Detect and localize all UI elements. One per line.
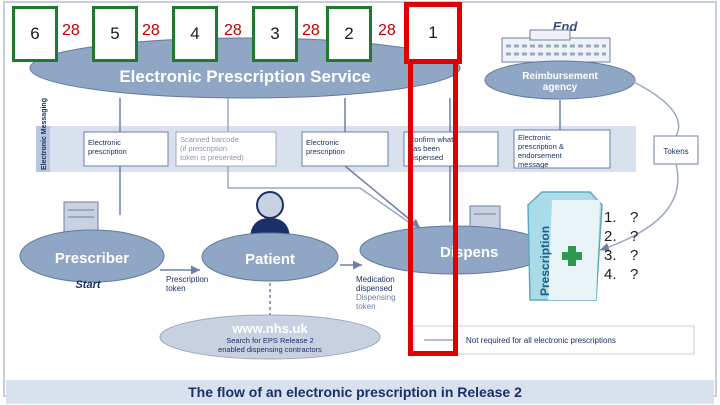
question-1-number: 1. (604, 209, 617, 226)
tile-3-score: 28 (302, 22, 320, 39)
reimbursement-label-line2: agency (543, 82, 578, 93)
service-title: Electronic Prescription Service (119, 67, 370, 86)
flow-line-7 (344, 165, 421, 229)
tile-4[interactable]: 4 (172, 6, 218, 62)
medication-line2: dispensed (356, 284, 392, 293)
tile-6[interactable]: 6 (12, 6, 58, 62)
nhs-ellipse (159, 314, 381, 360)
reimbursement-label-line1: Reimbursement (522, 71, 598, 82)
question-4-value: ? (630, 266, 639, 283)
tile-6-number: 6 (30, 24, 40, 43)
message-box-2: Scanned barcode (if prescription token i… (175, 131, 277, 167)
tile-2-number: 2 (344, 24, 354, 43)
patient-label: Patient (245, 251, 295, 268)
flow-line-8 (227, 166, 421, 231)
question-3-number: 3. (604, 247, 617, 264)
message-box-5: Electronic prescription & endorsement me… (513, 129, 611, 169)
bag-label: Prescription (538, 226, 552, 296)
tile-1[interactable]: 1 (404, 2, 462, 64)
tile-1-number: 1 (428, 23, 438, 42)
prescription-token-line2: token (166, 284, 186, 293)
tile-2-score: 28 (378, 22, 396, 39)
tile-3-number: 3 (270, 24, 280, 43)
tile-6-score: 28 (62, 22, 80, 39)
tile-5-score: 28 (142, 22, 160, 39)
tile-5-number: 5 (110, 24, 120, 43)
prescriber-ellipse (19, 229, 165, 283)
legend-note: Not required for all electronic prescrip… (466, 336, 616, 345)
building-icon (501, 29, 611, 63)
caption: The flow of an electronic prescription i… (188, 384, 522, 400)
return-curve-lower (599, 163, 679, 252)
return-curve (629, 79, 680, 137)
svg-text:prescription: prescription (88, 147, 127, 156)
prescription-token-line1: Prescription (166, 275, 208, 284)
question-row-3[interactable]: 3.? (604, 246, 638, 265)
tile-4-score: 28 (224, 22, 242, 39)
question-row-2[interactable]: 2.? (604, 227, 638, 246)
prescription-bag-icon: Prescription (527, 191, 603, 301)
question-row-4[interactable]: 4.? (604, 265, 638, 284)
message-box-1: Electronic prescription (83, 131, 169, 167)
svg-text:prescription &: prescription & (518, 142, 564, 151)
svg-text:endorsement: endorsement (518, 151, 563, 160)
dispensing-token-line2: token (356, 302, 376, 311)
svg-text:token is presented): token is presented) (180, 153, 244, 162)
svg-text:Scanned barcode: Scanned barcode (180, 135, 239, 144)
question-4-number: 4. (604, 266, 617, 283)
nhs-title: www.nhs.uk (231, 321, 308, 336)
tile-5[interactable]: 5 (92, 6, 138, 62)
start-label: Start (75, 279, 101, 291)
nhs-subtitle-line1: Search for EPS Release 2 (226, 336, 314, 345)
prescriber-label: Prescriber (55, 250, 129, 267)
reimbursement-ellipse (484, 60, 636, 100)
dispensing-token-line1: Dispensing (356, 293, 396, 302)
legend-box (413, 325, 695, 355)
question-2-number: 2. (604, 228, 617, 245)
nhs-subtitle-line2: enabled dispensing contractors (218, 345, 322, 354)
svg-text:dispensed: dispensed (409, 153, 443, 162)
svg-text:message: message (518, 160, 548, 169)
question-row-1[interactable]: 1.? (604, 208, 638, 227)
svg-text:has been: has been (409, 144, 440, 153)
tile-2[interactable]: 2 (326, 6, 372, 62)
message-box-3: Electronic prescription (301, 131, 389, 167)
tile-3[interactable]: 3 (252, 6, 298, 62)
svg-text:(if prescription: (if prescription (180, 144, 227, 153)
question-1-value: ? (630, 209, 639, 226)
messaging-label-strip (36, 126, 50, 172)
patient-ellipse (201, 232, 339, 282)
svg-text:Electronic: Electronic (306, 138, 339, 147)
messaging-label: Electronic Messaging (41, 98, 48, 170)
svg-text:prescription: prescription (306, 147, 345, 156)
question-2-value: ? (630, 228, 639, 245)
medication-line1: Medication (356, 275, 395, 284)
question-list: 1.? 2.? 3.? 4.? (604, 208, 638, 284)
tokens-label: Tokens (663, 147, 688, 156)
message-box-4: Confirm what has been dispensed (403, 131, 499, 167)
computer-icon-prescriber (63, 201, 99, 235)
svg-text:Confirm what: Confirm what (409, 135, 454, 144)
svg-text:Electronic: Electronic (518, 133, 551, 142)
tile-4-number: 4 (190, 24, 200, 43)
caption-bar (6, 380, 714, 404)
question-3-value: ? (630, 247, 639, 264)
svg-text:Electronic: Electronic (88, 138, 121, 147)
dispenser-label: Dispens (440, 244, 498, 261)
